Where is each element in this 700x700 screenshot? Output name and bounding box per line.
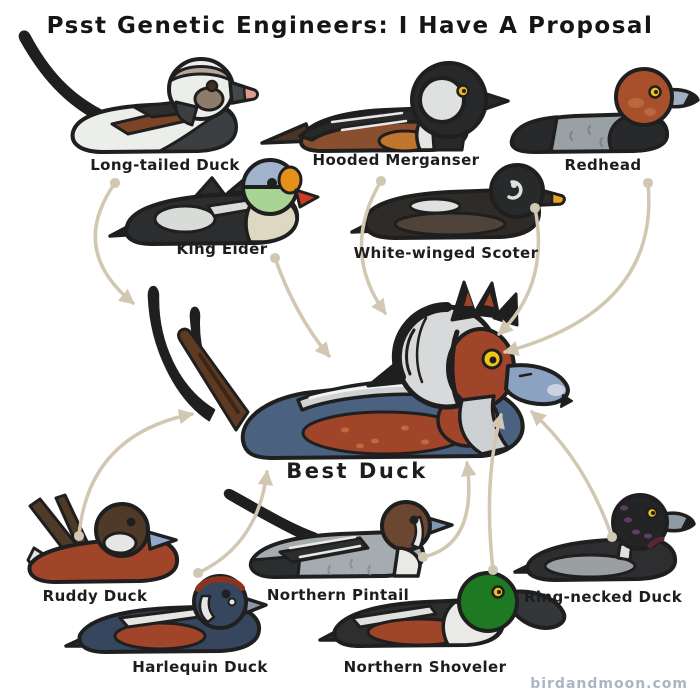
white-winged-scoter-eye (511, 182, 517, 188)
watermark-birdandmoon: birdandmoon.com (530, 676, 688, 692)
ring-necked-duck-illustration (513, 493, 696, 582)
proposal-arrows (73, 175, 654, 579)
long-tailed-duck-illustration (18, 30, 259, 154)
king-eider-illustration (108, 158, 320, 246)
ruddy-duck-eye (126, 517, 136, 527)
arrow-white-winged-scoter (497, 202, 541, 336)
label-ring-necked-duck: Ring-necked Duck (523, 588, 683, 606)
hooded-merganser-illustration (260, 61, 510, 153)
arrow-northern-pintail (417, 460, 477, 563)
label-white-winged-scoter: White-winged Scoter (353, 244, 539, 262)
arrow-ruddy-duck (73, 409, 195, 542)
label-king-eider: King Eider (176, 240, 268, 258)
label-harlequin-duck: Harlequin Duck (132, 658, 268, 676)
arrow-northern-shoveler (487, 412, 505, 576)
white-winged-scoter-illustration (350, 163, 566, 240)
label-hooded-merganser: Hooded Merganser (312, 151, 480, 169)
northern-pintail-eye (409, 515, 419, 525)
label-redhead: Redhead (564, 156, 642, 174)
arrow-harlequin-duck (192, 469, 274, 579)
arrow-redhead (502, 177, 654, 357)
label-ruddy-duck: Ruddy Duck (42, 587, 148, 605)
label-best-duck: Best Duck (286, 459, 428, 483)
comic-title: Psst Genetic Engineers: I Have A Proposa… (46, 13, 654, 39)
ruddy-duck-illustration (26, 493, 180, 584)
redhead-illustration (509, 67, 700, 154)
arrow-long-tailed-duck (93, 177, 135, 305)
best-duck-illustration (147, 280, 573, 460)
harlequin-duck-eye (221, 589, 231, 599)
label-long-tailed-duck: Long-tailed Duck (90, 156, 240, 174)
king-eider-eye (267, 178, 277, 188)
label-northern-pintail: Northern Pintail (266, 586, 410, 604)
label-northern-shoveler: Northern Shoveler (343, 658, 507, 676)
arrow-ring-necked-duck (530, 410, 618, 543)
long-tailed-duck-eye (205, 79, 219, 93)
arrow-hooded-merganser (359, 175, 387, 315)
northern-shoveler-illustration (318, 571, 567, 648)
arrow-king-eider (269, 252, 331, 358)
